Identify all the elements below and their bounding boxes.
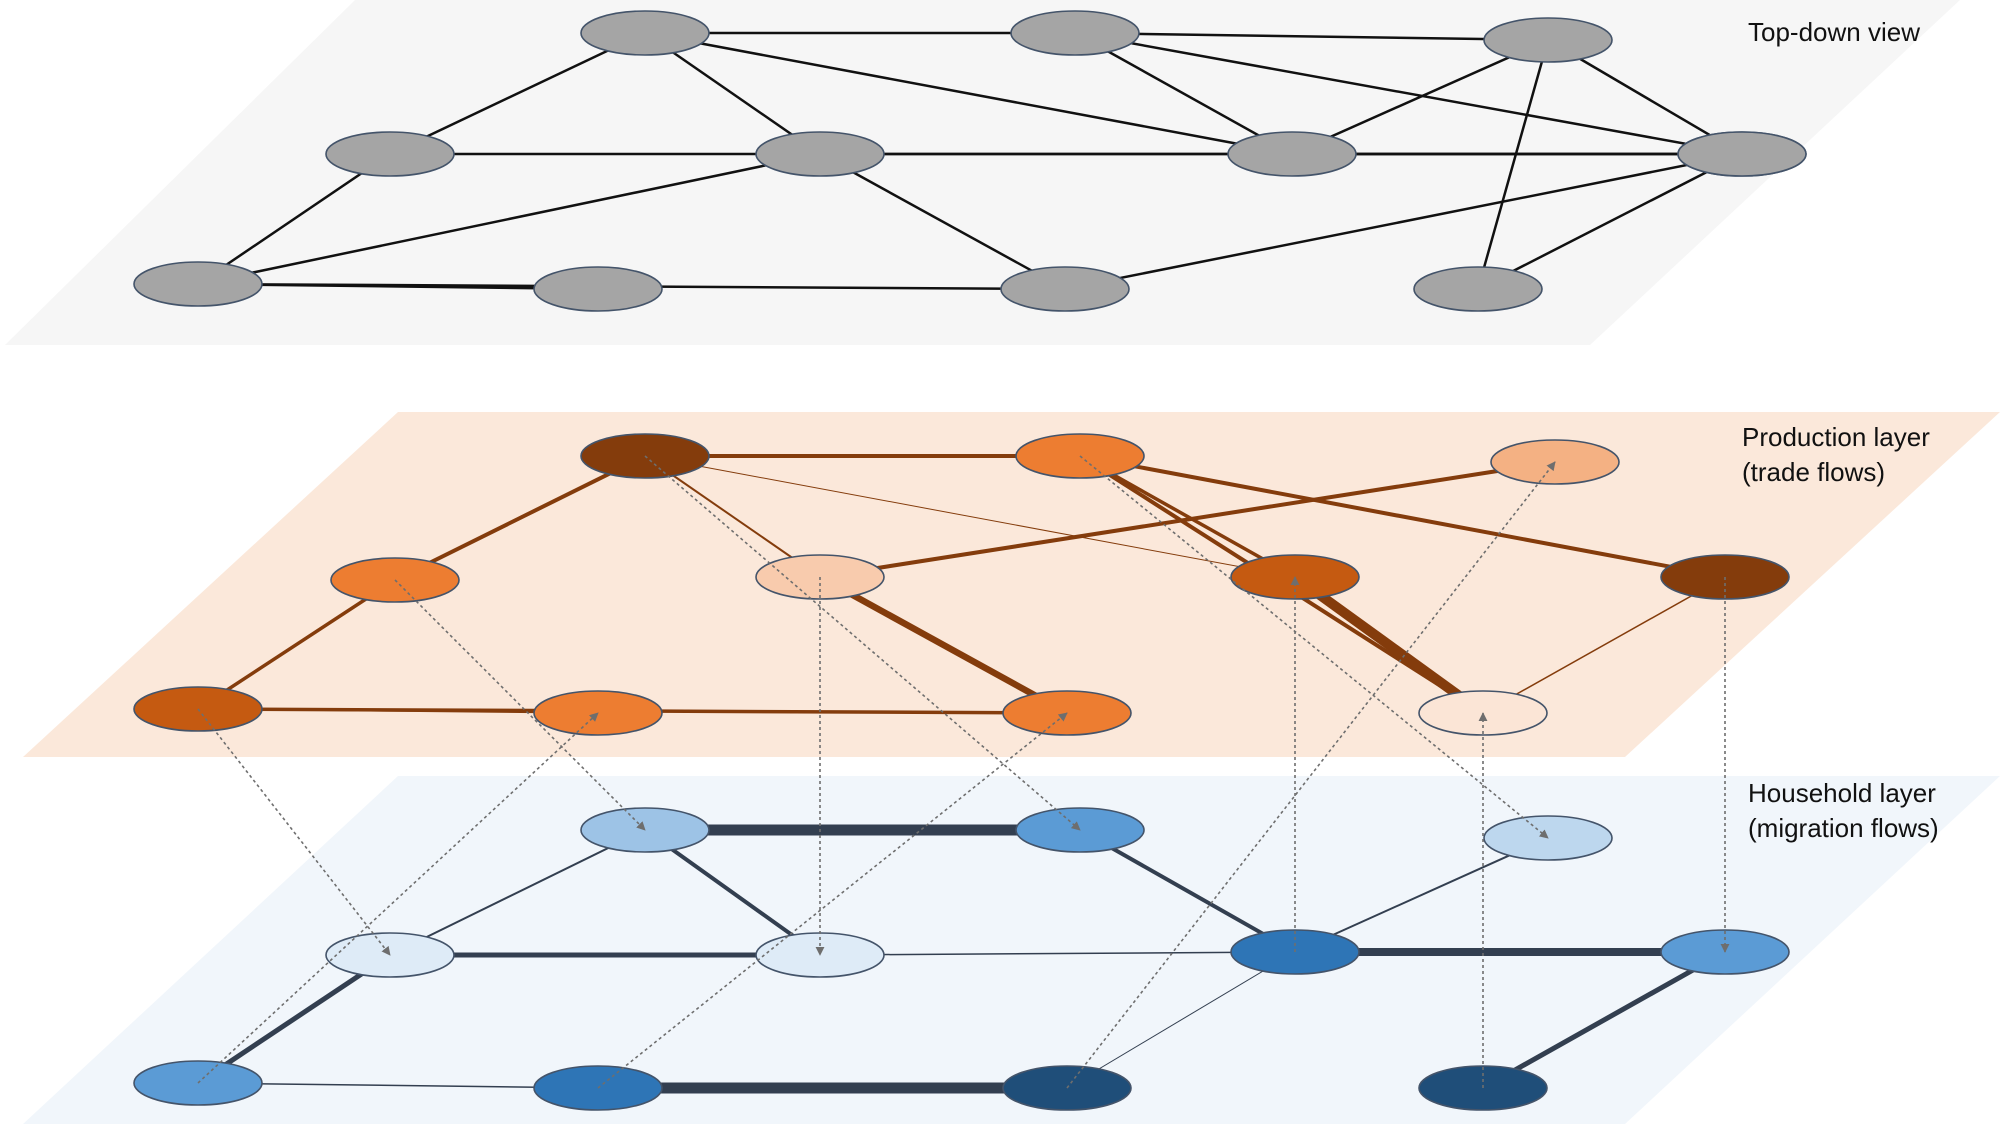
top-edge-T6-T7 <box>1291 38 1549 156</box>
household-edge-H6-H10 <box>1066 951 1296 1089</box>
top-down-view-plane <box>5 0 1960 345</box>
household-edge-H5-H6 <box>819 951 1296 956</box>
top-edge-T3-T7 <box>1074 31 1549 42</box>
household-edge-H4-H8 <box>196 952 392 1086</box>
top-down-view-label: Top-down view <box>1748 17 1920 47</box>
household-edge-H2-H6 <box>1079 828 1296 954</box>
top-edge-T11-T12 <box>1477 152 1743 291</box>
top-edge-T1-T2 <box>389 31 646 156</box>
interlayer-link-P1-H1 <box>394 579 646 831</box>
household-edge-H3-H6 <box>1294 837 1549 953</box>
top-edge-T7-T11 <box>1476 39 1550 290</box>
household-layer-label: Household layer <box>1748 778 1936 808</box>
top-node-T8 <box>533 266 663 312</box>
top-edge-T4-T5 <box>197 152 821 286</box>
top-node-T7 <box>1483 17 1613 63</box>
top-edge-T9-T10 <box>1064 152 1743 291</box>
top-node-T12 <box>1677 131 1807 177</box>
production-edge-P1-P4 <box>197 578 396 711</box>
interlayer-link-H9-P9 <box>597 712 1068 1089</box>
interlayer-links <box>197 455 1730 1089</box>
household-layer-edges <box>196 824 1727 1094</box>
top-node-T5 <box>755 131 885 177</box>
production-layer-label: Production layer <box>1742 422 1930 452</box>
household-edge-H7-H11 <box>1481 949 1727 1091</box>
interlayer-link-H10-P10 <box>1066 461 1556 1089</box>
top-down-view-edges <box>197 31 1743 291</box>
household-edge-H1-H4 <box>389 829 646 956</box>
top-node-T1 <box>325 131 455 177</box>
interlayer-link-P3-H3 <box>1079 455 1549 839</box>
household-layer-plane <box>23 776 2000 1124</box>
interlayer-link-H8-P8 <box>197 712 599 1084</box>
top-edge-T2-T6 <box>644 31 1293 156</box>
top-edge-T3-T6 <box>1074 31 1293 156</box>
production-edge-P3-P6 <box>1079 454 1296 579</box>
production-edge-P2-P6 <box>644 455 1296 578</box>
production-edge-P3-P7 <box>1079 454 1726 579</box>
production-edge-P1-P2 <box>394 454 646 582</box>
production-layer-plane <box>23 412 2000 757</box>
production-edge-P6-P11 <box>1292 572 1486 718</box>
top-node-T4 <box>133 261 263 307</box>
production-edge-P5-P10 <box>819 460 1556 579</box>
production-edge-P7-P11 <box>1482 576 1726 714</box>
top-down-view-nodes <box>133 10 1807 312</box>
top-edge-T5-T9 <box>819 152 1066 291</box>
production-edge-P5-P9 <box>818 574 1069 716</box>
top-node-T3 <box>1010 10 1140 56</box>
top-node-T11 <box>1413 266 1543 312</box>
top-edge-T1-T4 <box>197 152 391 286</box>
interlayer-link-P4-H4 <box>197 708 391 956</box>
top-edge-T3-T12 <box>1074 31 1743 156</box>
household-layer-sublabel: (migration flows) <box>1748 813 1939 843</box>
top-node-T6 <box>1227 131 1357 177</box>
household-edge-H8-H9 <box>197 1082 599 1089</box>
production-layer-sublabel: (trade flows) <box>1742 457 1885 487</box>
top-node-T9 <box>1000 266 1130 312</box>
top-node-T2 <box>580 10 710 56</box>
